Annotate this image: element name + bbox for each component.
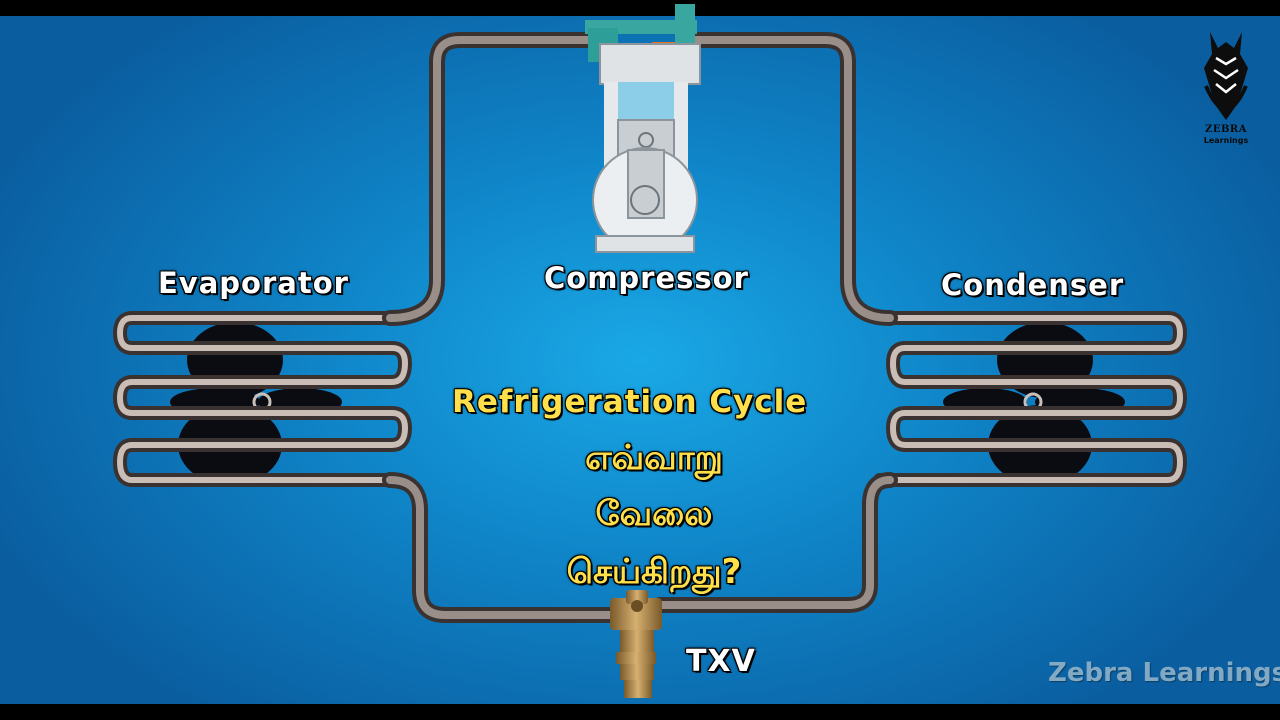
evaporator-label: Evaporator xyxy=(158,266,349,300)
title-english: Refrigeration Cycle xyxy=(452,384,808,420)
refrigerant-pipes xyxy=(113,32,1187,623)
logo-brand-text: ZEBRA xyxy=(1205,124,1247,135)
watermark-text: Zebra Learnings xyxy=(1048,658,1280,688)
txv-label: TXV xyxy=(686,644,756,679)
txv-valve-illustration xyxy=(610,590,662,698)
title-tamil-line-2: வேலை xyxy=(595,494,713,534)
title-tamil-line-3: செய்கிறது? xyxy=(566,552,742,592)
condenser-label: Condenser xyxy=(941,268,1125,302)
compressor-illustration xyxy=(585,4,701,253)
logo-sub-text: Learnings xyxy=(1203,136,1249,145)
title-tamil-line-1: எவ்வாறு xyxy=(585,438,723,478)
compressor-label: Compressor xyxy=(544,261,749,295)
zebra-head-icon xyxy=(1204,32,1248,120)
